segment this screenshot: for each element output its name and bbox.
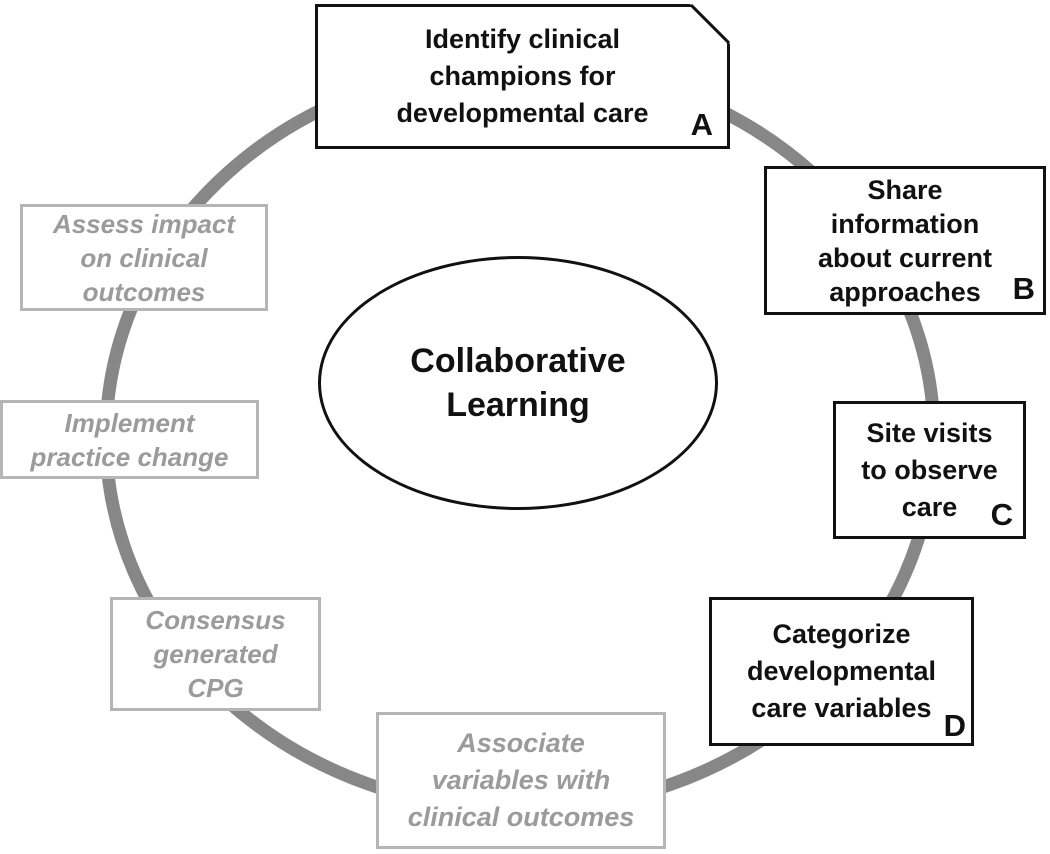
folded-corner-icon [690,4,730,44]
step-text: Share information about current approach… [817,174,992,307]
step-consensus-cpg: Consensus generated CPG [110,597,321,711]
step-identify-champions: Identify clinical champions for developm… [315,4,730,149]
step-share-information: Share information about current approach… [764,166,1046,315]
step-text: Assess impact on clinical outcomes [52,208,236,307]
step-letter-d: D [943,708,966,743]
step-text: Categorize developmental care variables [746,619,937,723]
step-assess-impact: Assess impact on clinical outcomes [20,204,268,311]
step-letter-c: C [990,497,1013,532]
step-categorize-variables: Categorize developmental care variables … [709,597,974,746]
step-text: Associate variables with clinical outcom… [407,728,635,832]
step-text: Identify clinical champions for developm… [396,24,649,128]
step-implement-change: Implement practice change [0,400,259,479]
step-text: Consensus generated CPG [145,605,286,703]
center-ellipse: Collaborative Learning [318,256,718,510]
step-text: Site visits to observe care [861,417,998,522]
step-letter-b: B [1012,271,1035,306]
step-letter-a: A [690,107,713,142]
step-text: Implement practice change [30,407,229,472]
center-label: Collaborative Learning [410,342,626,424]
step-associate-variables: Associate variables with clinical outcom… [376,712,666,849]
step-site-visits: Site visits to observe care C [833,401,1026,539]
